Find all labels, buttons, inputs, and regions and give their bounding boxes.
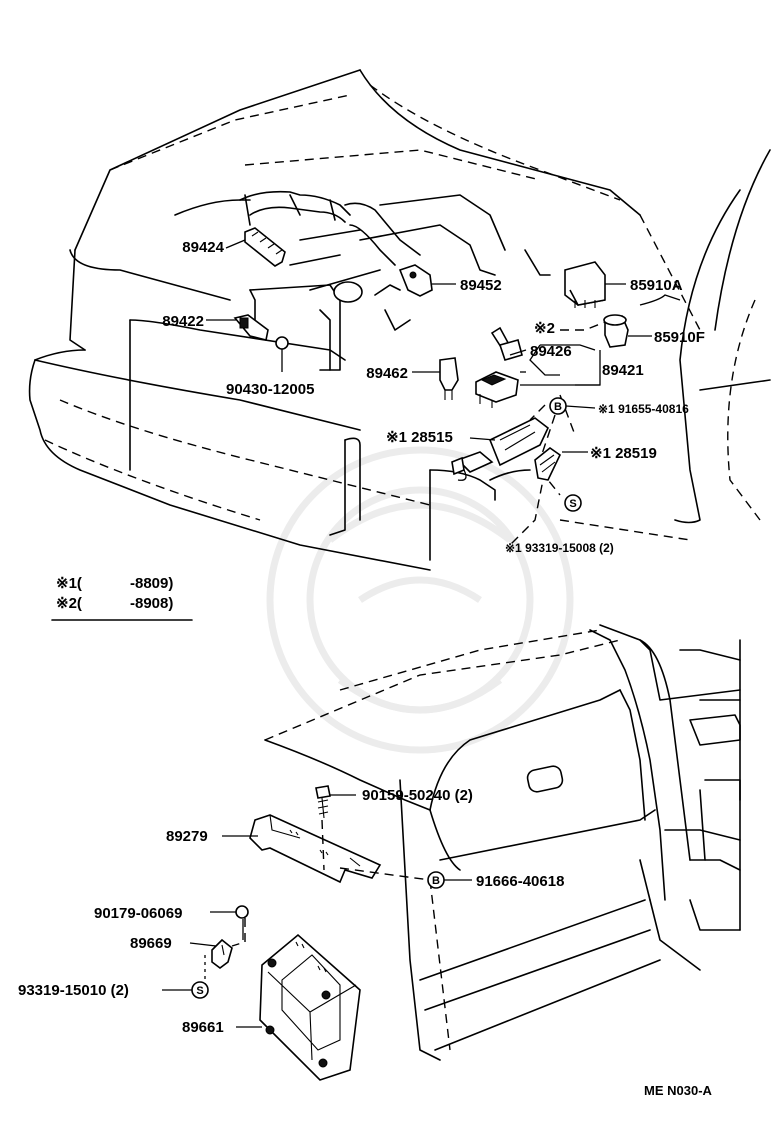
diagram-code: ME N030-A [644, 1083, 713, 1098]
label-28515: ※1 28515 [386, 429, 453, 446]
legend: ※1( -8809) ※2( -8908) [51, 575, 193, 621]
svg-text:B: B [432, 875, 440, 887]
svg-text:S: S [569, 498, 576, 510]
marker-s-lower: S [191, 981, 209, 999]
svg-text:S: S [196, 985, 203, 997]
label-90430: 90430-12005 [226, 381, 314, 398]
computer-89661 [259, 933, 361, 1081]
nut-90179 [235, 905, 249, 919]
switch-89426 [490, 326, 523, 361]
clip-89669 [211, 938, 233, 969]
bracket-28519 [534, 447, 562, 481]
legend-row1-mark: ※1( [56, 575, 82, 592]
bolt-90159 [315, 785, 331, 819]
legend-row2-mark: ※2( [56, 595, 82, 612]
label-89421: 89421 [602, 362, 644, 379]
fuel-lid-handle [526, 765, 564, 793]
label-89426-mark: ※2 [534, 320, 555, 337]
lower-body-outline [264, 624, 741, 1061]
label-90179: 90179-06069 [94, 905, 182, 922]
label-90159: 90159-50240 (2) [362, 787, 473, 804]
sensor-89462 [439, 357, 459, 400]
sensor-89422 [233, 314, 289, 350]
label-93319-15008: ※1 93319-15008 (2) [505, 541, 614, 555]
watermark-emblem [266, 446, 574, 754]
legend-row2-value: -8908) [130, 595, 173, 612]
upper-body-outline [28, 69, 771, 571]
label-91666: 91666-40618 [476, 873, 564, 890]
harness-lines [509, 294, 681, 546]
label-89426: 89426 [530, 343, 572, 360]
label-85910a: 85910A [630, 277, 683, 294]
bracket-89279 [249, 814, 382, 884]
sensor-89421 [475, 371, 519, 408]
label-93319-15010: 93319-15010 (2) [18, 982, 129, 999]
label-89462: 89462 [366, 365, 408, 382]
sensor-89424 [244, 227, 286, 267]
label-89669: 89669 [130, 935, 172, 952]
label-91655: ※1 91655-40816 [598, 402, 689, 416]
label-85910f: 85910F [654, 329, 705, 346]
label-89424: 89424 [182, 239, 224, 256]
actuator-28515 [451, 417, 549, 481]
engine-block [174, 190, 551, 371]
label-28519: ※1 28519 [590, 445, 657, 462]
label-89661: 89661 [182, 1019, 224, 1036]
marker-b-upper: B [549, 397, 567, 415]
lower-guides [204, 819, 431, 985]
sensor-89452 [398, 264, 433, 297]
svg-text:B: B [554, 401, 562, 413]
label-89422: 89422 [162, 313, 204, 330]
relay-85910a [564, 261, 606, 308]
marker-b-lower: B [427, 871, 445, 889]
marker-s-upper: S [564, 494, 582, 512]
leaders-lower [162, 794, 472, 1028]
label-89452: 89452 [460, 277, 502, 294]
relay-85910f [603, 314, 629, 348]
leaders-upper [206, 239, 652, 453]
legend-row1-value: -8809) [130, 575, 173, 592]
label-89279: 89279 [166, 828, 208, 845]
